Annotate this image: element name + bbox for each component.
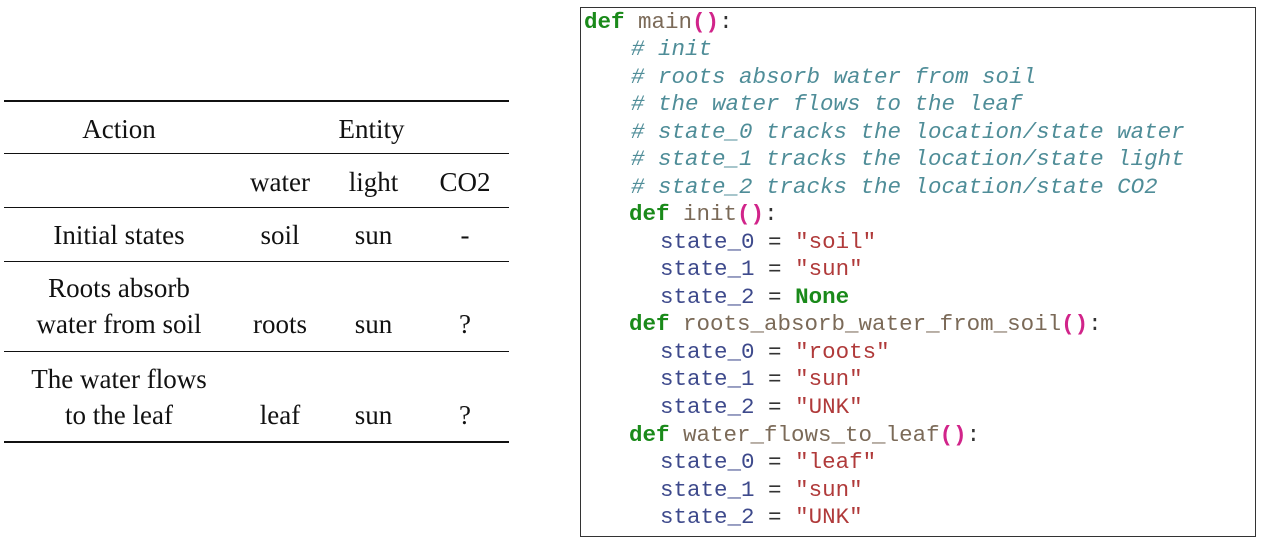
- string-value: "roots": [795, 339, 890, 365]
- row-3-action-line-2: to the leaf: [65, 400, 173, 430]
- row-1-co2: -: [460, 220, 470, 250]
- string-value: "UNK": [795, 504, 863, 530]
- variable: state_2: [660, 394, 755, 420]
- parens: (): [939, 422, 967, 448]
- equals-op: =: [768, 504, 782, 530]
- string-value: "soil": [795, 229, 877, 255]
- equals-op: =: [768, 366, 782, 392]
- equals-op: =: [768, 229, 782, 255]
- string-value: "sun": [795, 366, 863, 392]
- parens: (): [1061, 311, 1089, 337]
- subheader-co2: CO2: [439, 167, 491, 197]
- subheader-water: water: [250, 167, 310, 197]
- string-value: "leaf": [795, 449, 877, 475]
- table-subheader-rule: [4, 207, 509, 209]
- row-2-action-line-1: Roots absorb: [48, 273, 190, 303]
- table-header-rule: [4, 153, 509, 155]
- row-3-light: sun: [354, 400, 393, 430]
- table-row-rule: [4, 261, 509, 263]
- colon: :: [764, 201, 778, 227]
- row-2-light: sun: [354, 309, 393, 339]
- equals-op: =: [768, 284, 782, 310]
- def-keyword: def: [584, 9, 625, 35]
- row-3-action-line-1: The water flows: [31, 364, 207, 394]
- code-line-main-def: def main():: [584, 9, 733, 36]
- variable: state_1: [660, 477, 755, 503]
- row-1-action: Initial states: [53, 220, 185, 250]
- def-keyword: def: [629, 311, 670, 337]
- string-value: "UNK": [795, 394, 863, 420]
- code-assignment: state_0 = "soil": [660, 229, 876, 256]
- equals-op: =: [768, 394, 782, 420]
- row-1-light: sun: [354, 220, 393, 250]
- code-comment: # the water flows to the leaf: [631, 91, 1023, 117]
- row-2-co2: ?: [459, 309, 471, 339]
- variable: state_1: [660, 256, 755, 282]
- table-row-rule: [4, 351, 509, 353]
- variable: state_0: [660, 449, 755, 475]
- string-value: "sun": [795, 256, 863, 282]
- def-keyword: def: [629, 201, 670, 227]
- code-assignment: state_2 = "UNK": [660, 394, 863, 421]
- parens: (): [692, 9, 720, 35]
- function-name: roots_absorb_water_from_soil: [683, 311, 1062, 337]
- header-entity: Entity: [338, 114, 405, 144]
- code-assignment: state_0 = "leaf": [660, 449, 876, 476]
- equals-op: =: [768, 256, 782, 282]
- row-3-water: leaf: [259, 400, 301, 430]
- function-name: init: [683, 201, 738, 227]
- code-comment: # state_0 tracks the location/state wate…: [631, 119, 1185, 145]
- def-keyword: def: [629, 422, 670, 448]
- code-comment: # roots absorb water from soil: [631, 64, 1037, 90]
- code-comment: # state_2 tracks the location/state CO2: [631, 174, 1158, 200]
- code-line-roots-def: def roots_absorb_water_from_soil():: [629, 311, 1102, 338]
- parens: (): [737, 201, 765, 227]
- code-panel: def main(): # init # roots absorb water …: [580, 7, 1256, 537]
- variable: state_2: [660, 284, 755, 310]
- function-name: water_flows_to_leaf: [683, 422, 940, 448]
- row-2-water: roots: [253, 309, 307, 339]
- equals-op: =: [768, 339, 782, 365]
- code-assignment: state_2 = None: [660, 284, 849, 311]
- code-line-water-flows-def: def water_flows_to_leaf():: [629, 422, 980, 449]
- subheader-light: light: [348, 167, 399, 197]
- colon: :: [966, 422, 981, 448]
- equals-op: =: [768, 477, 782, 503]
- code-assignment: state_2 = "UNK": [660, 504, 863, 531]
- string-value: "sun": [795, 477, 863, 503]
- row-3-co2: ?: [459, 400, 471, 430]
- variable: state_1: [660, 366, 755, 392]
- table-top-rule: [4, 100, 509, 103]
- variable: state_0: [660, 229, 755, 255]
- code-assignment: state_0 = "roots": [660, 339, 890, 366]
- colon: :: [719, 9, 733, 35]
- function-name: main: [638, 9, 693, 35]
- row-2-action-line-2: water from soil: [36, 309, 202, 339]
- code-line-init-def: def init():: [629, 201, 778, 228]
- code-assignment: state_1 = "sun": [660, 256, 863, 283]
- code-comment: # state_1 tracks the location/state ligh…: [631, 146, 1185, 172]
- colon: :: [1088, 311, 1102, 337]
- header-action: Action: [82, 114, 156, 144]
- code-assignment: state_1 = "sun": [660, 366, 863, 393]
- code-assignment: state_1 = "sun": [660, 477, 863, 504]
- none-value: None: [795, 284, 850, 310]
- variable: state_2: [660, 504, 755, 530]
- table-bottom-rule: [4, 441, 509, 444]
- variable: state_0: [660, 339, 755, 365]
- row-1-water: soil: [260, 220, 300, 250]
- code-comment: # init: [631, 36, 713, 62]
- equals-op: =: [768, 449, 782, 475]
